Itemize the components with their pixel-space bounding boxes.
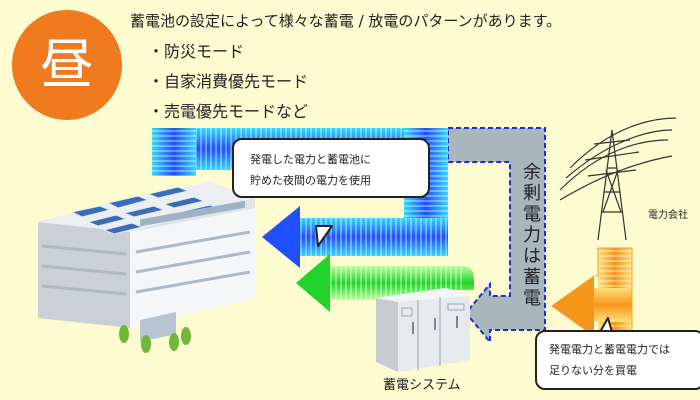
surplus-label-char: は bbox=[523, 246, 541, 267]
surplus-label-char: 力 bbox=[523, 225, 541, 246]
office-building-illustration bbox=[38, 182, 255, 353]
surplus-storage-label: 余 剰 電 力 は 蓄 電 bbox=[520, 162, 544, 309]
mode-item-self-consumption: ・自家消費優先モード bbox=[148, 72, 309, 91]
surplus-label-char: 電 bbox=[523, 204, 541, 225]
surplus-label-char: 電 bbox=[523, 288, 541, 309]
solar-flow-arrow bbox=[296, 254, 474, 312]
bubble-top-tail bbox=[315, 225, 333, 247]
speech-bubble-usage: 発電した電力と蓄電池に 貯めた夜間の電力を使用 bbox=[232, 138, 430, 198]
surplus-label-char: 剰 bbox=[523, 183, 541, 204]
speech-bubble-purchase: 発電電力と蓄電電力では 足りない分を買電 bbox=[535, 330, 700, 390]
daytime-badge: 昼 bbox=[12, 10, 122, 120]
storage-system-label: 蓄電システム bbox=[383, 378, 461, 393]
bubble-top-line-1: 発電した電力と蓄電池に bbox=[250, 153, 371, 166]
power-tower-icon bbox=[559, 117, 677, 241]
mode-item-disaster-prevention: ・防災モード bbox=[148, 42, 245, 61]
surplus-flow-arrow bbox=[447, 127, 546, 345]
surplus-label-char: 余 bbox=[523, 162, 541, 183]
bubble-bottom-line-1: 発電電力と蓄電電力では bbox=[549, 343, 670, 356]
mode-item-sell-priority: ・売電優先モードなど bbox=[148, 102, 309, 121]
bubble-top-line-2: 貯めた夜間の電力を使用 bbox=[250, 174, 371, 187]
surplus-label-char: 蓄 bbox=[523, 267, 541, 288]
headline-text: 蓄電池の設定によって様々な蓄電 / 放電のパターンがあります。 bbox=[130, 12, 562, 30]
power-company-label: 電力会社 bbox=[648, 210, 688, 221]
purchase-flow-arrow bbox=[551, 247, 633, 337]
bubble-bottom-line-2: 足りない分を買電 bbox=[549, 364, 637, 377]
storage-system-illustration bbox=[376, 288, 470, 372]
